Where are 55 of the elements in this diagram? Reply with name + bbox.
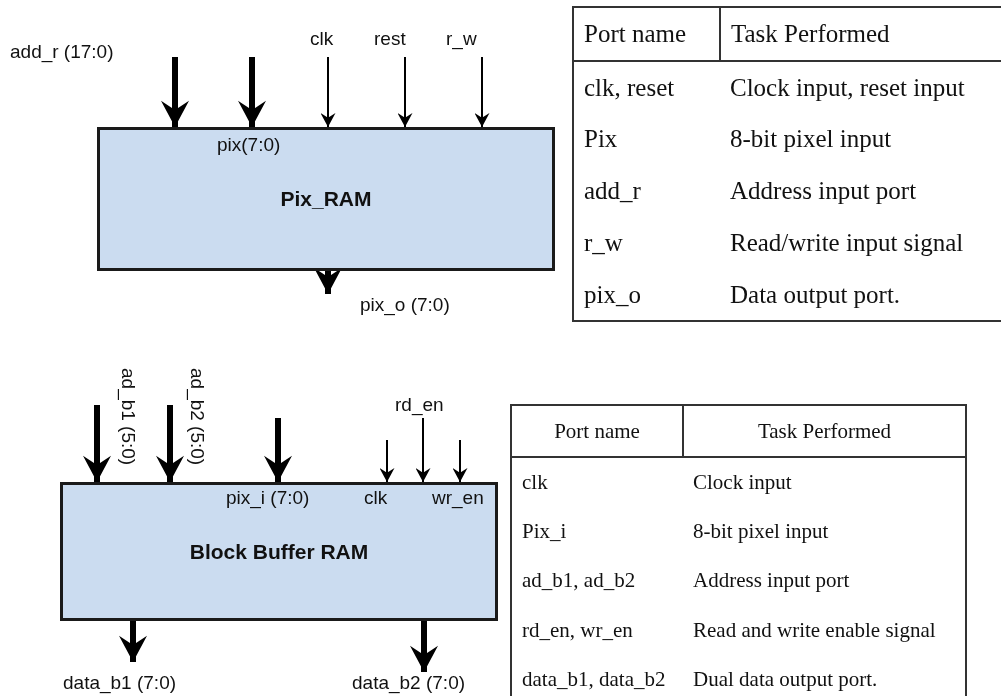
signal-name: data_b2 (7:0)	[352, 672, 466, 694]
column-header: Port name	[511, 405, 683, 457]
task-description: Address input port	[729, 176, 918, 206]
port-name: pix_o	[573, 269, 720, 321]
task-description: Read and write enable signal	[683, 605, 966, 655]
arrow	[415, 417, 431, 483]
port-name: ad_b1, ad_b2	[511, 556, 683, 606]
task-description: Read/write input signal	[729, 228, 965, 258]
column-header: Port name	[573, 7, 720, 61]
port-label: wr_en	[432, 487, 484, 509]
signal-name: pix_o (7:0)	[360, 294, 450, 316]
signal-name: clk	[310, 28, 334, 50]
arrow	[397, 56, 413, 128]
arrow	[264, 418, 292, 482]
task-description: Clock input, reset input	[720, 61, 1001, 113]
port-name: r_w	[573, 217, 720, 269]
block-title: Block Buffer RAM	[189, 538, 369, 565]
arrow	[320, 56, 336, 128]
port-label: add_r (17:0)	[10, 41, 114, 63]
port-name: rd_en, wr_en	[511, 605, 683, 655]
task-description: Clock input	[683, 457, 966, 507]
signal-name: data_b1 (7:0)	[63, 672, 177, 694]
port-name: Pix	[573, 113, 720, 165]
arrow	[156, 405, 184, 482]
task-description: Data output port.	[720, 269, 1001, 321]
port-label: clk	[364, 487, 388, 509]
arrow	[161, 57, 189, 127]
arrow	[379, 439, 395, 483]
signal-name: r_w	[446, 28, 477, 50]
arrow	[238, 57, 266, 127]
port-label: pix(7:0)	[217, 134, 281, 156]
arrow	[410, 621, 438, 672]
task-description: 8-bit pixel input	[683, 506, 966, 556]
port-name: clk	[511, 457, 683, 507]
column-header: Task Performed	[683, 405, 966, 457]
signal-name: rest	[374, 28, 406, 50]
ram-block	[97, 127, 555, 271]
task-description: Address input port	[683, 556, 966, 606]
column-header: Task Performed	[720, 7, 1001, 61]
port-name: clk, reset	[573, 61, 720, 113]
arrow	[474, 56, 490, 128]
signal-name: ad_b2 (5:0)	[186, 368, 208, 466]
port-name: data_b1, data_b2	[511, 655, 683, 696]
arrow	[119, 621, 147, 662]
signal-name: ad_b1 (5:0)	[117, 368, 139, 466]
ram-block	[60, 482, 498, 621]
task-description: Dual data output port.	[683, 655, 966, 696]
port-label: pix_i (7:0)	[226, 487, 310, 509]
signal-name: rd_en	[395, 394, 444, 416]
arrow	[452, 439, 468, 483]
arrow	[83, 405, 111, 482]
port-name: add_r	[573, 165, 720, 217]
task-description: 8-bit pixel input	[729, 124, 893, 154]
port-name: Pix_i	[511, 506, 683, 556]
block-title: Pix_RAM	[280, 186, 372, 212]
